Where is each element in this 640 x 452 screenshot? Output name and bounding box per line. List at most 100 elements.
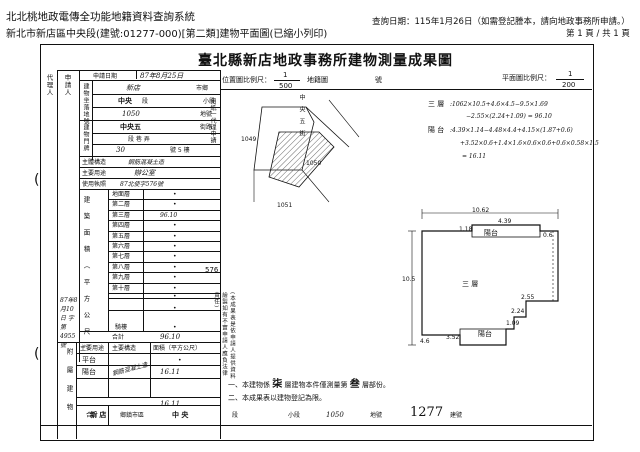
page-indicator: 第 1 頁 / 共 1 頁 — [566, 29, 630, 39]
annex-struct-header: 主要構造 — [112, 345, 137, 352]
plan-balcony-top: 陽台 — [484, 229, 498, 237]
annex-use-2: 陽台 — [82, 368, 96, 376]
license-label: 使用執照 — [82, 181, 107, 188]
lot-1050: 1050 — [306, 160, 322, 167]
footer-landno-unit: 地號 — [370, 412, 383, 419]
location-scale-label: 位置圖比例尺： — [222, 76, 271, 84]
floor-area: • — [173, 191, 177, 198]
floor-area: • — [173, 232, 177, 240]
footer-section: 中 央 — [172, 411, 189, 419]
note-1-pre: 一、本建物係 — [228, 381, 270, 389]
balcony-calc-3: = 16.11 — [462, 153, 487, 160]
plan-scale-den: 200 — [562, 81, 576, 89]
blank-value-2: • — [173, 305, 177, 312]
license-value: 87北使字576號 — [120, 181, 164, 188]
lot-1051: 1051 — [277, 202, 293, 209]
floor-area: • — [173, 284, 177, 292]
plan-d3: 0.6 — [543, 232, 553, 239]
footer-city-unit: 鄉鎮市區 — [120, 412, 145, 419]
binding-text-right: (本成果表是依申請人提供資料繪製如有不實申請人應負法律責任) — [213, 292, 235, 380]
subsection-unit: 小段 — [203, 98, 216, 105]
landno-value: 1050 — [122, 110, 140, 118]
house-no: 30 — [116, 146, 125, 154]
lane-unit: 段 巷 弄 — [128, 136, 150, 143]
annex-use-1: 平台 — [82, 356, 96, 364]
annex-area-2: 16.11 — [160, 368, 181, 376]
section-unit: 段 — [142, 98, 149, 105]
binding-mark: ( — [34, 346, 40, 362]
document-frame — [40, 44, 594, 441]
section-value: 中央 — [118, 97, 132, 105]
plan-d2: 1.18 — [459, 226, 473, 233]
footer-city: 新 店 — [90, 411, 107, 419]
query-date: 查詢日期：115年1月26日（如需登記謄本，請向地政事務所申請。） — [372, 17, 630, 27]
annex-total-value: 16.11 — [160, 400, 181, 408]
note-1-post: 層部份。 — [361, 381, 390, 389]
plan-scale-num: 1 — [568, 70, 573, 78]
floor-area: • — [173, 253, 177, 261]
side-576: 576 — [205, 266, 219, 274]
annex-label: 附屬建物 — [65, 348, 73, 422]
stair-label: 騎樓 — [115, 324, 128, 331]
page-title: 臺北縣新店地政事務所建物測量成果圖 — [198, 53, 453, 69]
plan-dim-left: 10.5 — [402, 276, 416, 283]
floor-area: • — [173, 263, 177, 271]
note-1-floor2: 叁 — [349, 379, 360, 390]
floor-area: • — [173, 243, 177, 250]
balcony-calc-2: +3.52×0.6+1.4×1.6×0.6×0.6+0.6×0.58×1.5 — [460, 140, 599, 147]
floor-name: 第四層 — [112, 222, 131, 230]
plan-d5: 2.24 — [511, 308, 525, 315]
footer-build-no: 1277 — [410, 405, 444, 420]
road-value: 中央五 — [120, 123, 141, 131]
city-value: 新店 — [126, 84, 140, 92]
floor-name: 第八層 — [112, 263, 131, 271]
footer-build-unit: 建號 — [450, 412, 463, 419]
note-1-mid: 層建物本件僅測量第 — [284, 381, 348, 389]
area-label: 建築面積（平方公尺） — [82, 196, 90, 361]
footer-landno: 1050 — [326, 411, 344, 419]
main-struct-value: 鋼筋混凝土造 — [128, 159, 165, 166]
floor3-label: 三 層 — [428, 100, 445, 108]
parcel-map-label: 地籍圖 — [307, 76, 328, 84]
floor-area: • — [173, 274, 177, 282]
city-unit: 市鄉 — [196, 85, 209, 92]
main-struct-label: 主體構造 — [82, 159, 107, 166]
side-note: 87年8月10日 字第 4955 號 — [60, 297, 78, 349]
plan-d6: 1.09 — [506, 320, 520, 327]
lot-1049: 1049 — [241, 136, 257, 143]
parcel-no-label: 號 — [375, 76, 382, 84]
floor3-calc-1: :1062×10.5+4.6×4.5−9.5×1.69 — [450, 101, 548, 108]
agent-column: 代理人 — [45, 74, 53, 97]
footer-sub-unit: 小段 — [288, 412, 301, 419]
stair-value: • — [173, 324, 177, 331]
total-value: 96.10 — [160, 333, 181, 341]
app-date-value: 87年8月25日 — [140, 72, 184, 80]
balcony-calc-1: :4.39×1.14−4.48×4.4+4.15×(1.87+0.6) — [450, 127, 573, 134]
binding-mark: ( — [34, 172, 40, 188]
plan-d1: 4.39 — [498, 218, 512, 225]
landno-unit: 地號 — [200, 111, 213, 118]
plan-d7: 3.52 — [446, 334, 460, 341]
total-label: 合計 — [112, 334, 125, 341]
floor-name: 第六層 — [112, 243, 131, 250]
road-unit: 街路 — [200, 124, 213, 131]
app-date-label: 申請日期 — [93, 73, 118, 80]
annex-area-header: 面積（平方公尺） — [153, 345, 202, 352]
binding-text-left: 用紙一代理申請 — [209, 98, 216, 144]
floor-name: 第三層 — [112, 211, 131, 219]
balcony-label: 陽 台 — [428, 126, 445, 134]
plan-room-label: 三 層 — [462, 280, 479, 288]
floor-plan — [408, 209, 559, 346]
plan-d8: 4.6 — [420, 338, 430, 345]
road-label: 中央五街 — [298, 94, 305, 142]
floor-name: 第二層 — [112, 201, 131, 209]
floor-name: 第十層 — [112, 284, 131, 292]
note-1: 一、本建物係 柒 層建物本件僅測量第 叁 層部份。 — [228, 379, 390, 390]
building-location-label: 建物坐落地號 — [82, 83, 89, 125]
location-scale-den: 500 — [279, 82, 293, 90]
annex-area-1: • — [178, 357, 182, 364]
floor-area: • — [173, 222, 177, 230]
floor-area: 96.10 — [160, 211, 178, 219]
floor-name: 地面層 — [112, 191, 131, 198]
plan-d4: 2.55 — [521, 294, 535, 301]
